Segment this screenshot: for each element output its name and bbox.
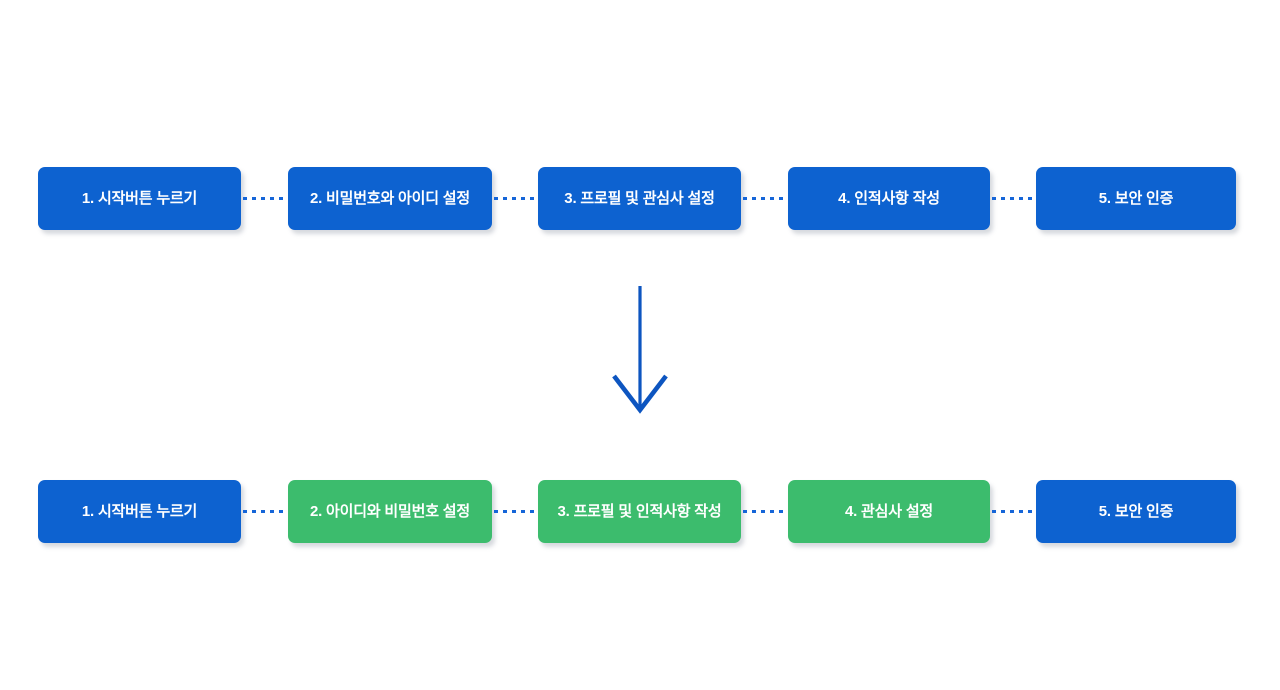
step-label-before-4: 4. 인적사항 작성 [838,190,940,207]
connector-after-3-4 [743,510,786,513]
step-label-after-3: 3. 프로필 및 인적사항 작성 [557,503,722,520]
step-label-after-4: 4. 관심사 설정 [844,503,934,520]
step-label-after-2: 2. 아이디와 비밀번호 설정 [309,503,470,520]
step-box-after-4[interactable]: 4. 관심사 설정 [788,480,990,543]
step-label-before-1: 1. 시작버튼 누르기 [81,190,198,207]
connector-before-1-2 [243,197,286,200]
connector-after-1-2 [243,510,286,513]
step-label-after-1: 1. 시작버튼 누르기 [81,503,198,520]
connector-before-3-4 [743,197,786,200]
connector-after-2-3 [494,510,536,513]
flow-row-before: 1. 시작버튼 누르기 2. 비밀번호와 아이디 설정 3. 프로필 및 관심사… [0,167,1280,231]
step-box-before-4[interactable]: 4. 인적사항 작성 [788,167,990,230]
step-box-after-5[interactable]: 5. 보안 인증 [1036,480,1236,543]
step-box-before-2[interactable]: 2. 비밀번호와 아이디 설정 [288,167,492,230]
down-arrow-icon [600,280,680,420]
step-label-before-2: 2. 비밀번호와 아이디 설정 [309,190,470,207]
connector-before-4-5 [992,197,1034,200]
flow-row-after: 1. 시작버튼 누르기 2. 아이디와 비밀번호 설정 3. 프로필 및 인적사… [0,480,1280,544]
step-box-after-3[interactable]: 3. 프로필 및 인적사항 작성 [538,480,741,543]
step-box-before-3[interactable]: 3. 프로필 및 관심사 설정 [538,167,741,230]
connector-after-4-5 [992,510,1034,513]
step-label-after-5: 5. 보안 인증 [1098,503,1174,520]
step-box-before-5[interactable]: 5. 보안 인증 [1036,167,1236,230]
step-label-before-5: 5. 보안 인증 [1098,190,1174,207]
step-box-after-2[interactable]: 2. 아이디와 비밀번호 설정 [288,480,492,543]
step-box-after-1[interactable]: 1. 시작버튼 누르기 [38,480,241,543]
connector-before-2-3 [494,197,536,200]
step-box-before-1[interactable]: 1. 시작버튼 누르기 [38,167,241,230]
step-label-before-3: 3. 프로필 및 관심사 설정 [564,190,715,207]
